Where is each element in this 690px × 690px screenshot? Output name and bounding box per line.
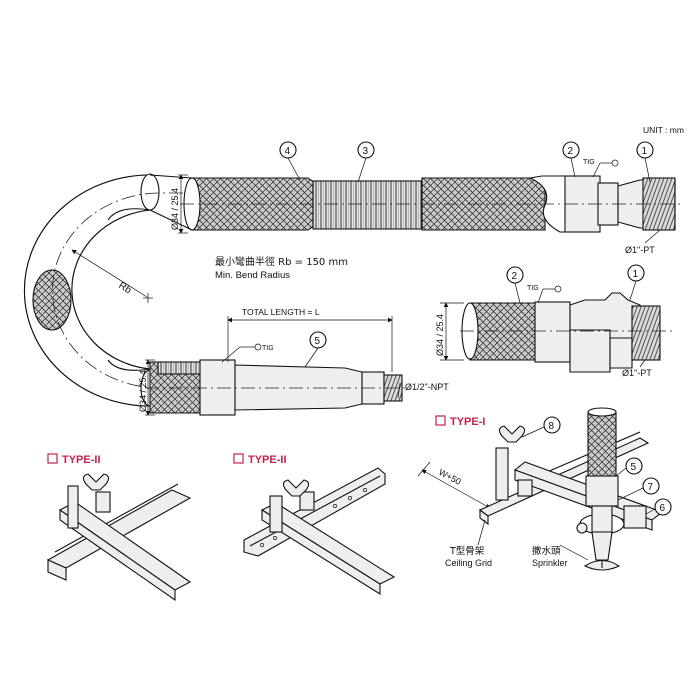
svg-text:1: 1	[642, 146, 648, 157]
braided-drop-hose	[587, 411, 617, 479]
svg-text:7: 7	[648, 482, 654, 493]
upper-diameter-label: Ø34 / 25.4	[170, 188, 180, 230]
svg-text:TYPE-II: TYPE-II	[248, 454, 287, 466]
detail-pt-thread	[631, 305, 661, 361]
callout-6: 6	[645, 498, 672, 516]
callout-2-detail: 2	[506, 266, 524, 304]
pt-thread-label-upper: Ø1"-PT	[625, 229, 661, 255]
tig-weld-symbol-lower: TIG	[221, 343, 274, 363]
w50-label: W+50	[437, 467, 463, 487]
callout-1-detail: 1	[627, 264, 645, 301]
rb-leader	[71, 249, 148, 298]
svg-text:撒水頭: 撒水頭	[532, 545, 561, 557]
fitting-detail-view: Ø34 / 25.4	[435, 292, 672, 373]
sprinkler-label: 撒水頭 Sprinkler	[532, 544, 589, 568]
npt-thread-label: Ø1/2"-NPT	[397, 382, 449, 399]
callout-3: 3	[357, 141, 375, 183]
callout-5-lower: 5	[304, 331, 327, 368]
type-ii-a-drawing	[46, 473, 192, 602]
svg-text:Ø1/2"-NPT: Ø1/2"-NPT	[405, 382, 449, 392]
svg-text:TIG: TIG	[583, 159, 595, 166]
svg-text:Ø1"-PT: Ø1"-PT	[625, 245, 655, 255]
type-i-label: TYPE-I	[435, 415, 485, 428]
total-length-dimension: TOTAL LENGTH = L	[227, 307, 393, 372]
ceiling-grid-label: T型骨架 Ceiling Grid	[445, 519, 492, 568]
callout-7: 7	[617, 477, 660, 501]
svg-text:Ceiling Grid: Ceiling Grid	[445, 558, 492, 568]
type-ii-a-label: TYPE-II	[47, 453, 101, 466]
svg-text:T型骨架: T型骨架	[449, 546, 485, 557]
callout-5-type-i: 5	[615, 457, 643, 477]
svg-text:TIG: TIG	[527, 285, 539, 292]
svg-text:2: 2	[512, 271, 518, 282]
hose-section-view	[32, 269, 72, 331]
callout-2: 2	[562, 141, 580, 178]
type-ii-b-label: TYPE-II	[233, 453, 287, 466]
detail-diameter-label: Ø34 / 25.4	[435, 314, 445, 356]
tig-weld-symbol-upper: TIG	[583, 159, 619, 178]
svg-text:Ø1"-PT: Ø1"-PT	[622, 368, 652, 378]
svg-text:4: 4	[285, 146, 291, 157]
svg-text:3: 3	[363, 146, 369, 157]
bend-centre-mark	[143, 293, 153, 303]
svg-text:TIG: TIG	[262, 345, 274, 352]
svg-text:TYPE-I: TYPE-I	[450, 416, 485, 428]
bend-radius-en: Min. Bend Radius	[215, 270, 290, 281]
type-i-drawing: W+50	[417, 407, 664, 571]
svg-text:Sprinkler: Sprinkler	[532, 558, 568, 568]
svg-text:1: 1	[633, 269, 639, 280]
pt-thread-label-detail: Ø1"-PT	[622, 359, 652, 378]
svg-text:TYPE-II: TYPE-II	[62, 454, 101, 466]
svg-text:TOTAL LENGTH = L: TOTAL LENGTH = L	[242, 307, 320, 317]
svg-text:5: 5	[315, 336, 321, 347]
svg-text:6: 6	[660, 503, 666, 514]
square-bar-end	[623, 505, 647, 529]
svg-text:2: 2	[568, 146, 574, 157]
unit-label: UNIT : mm	[643, 125, 684, 135]
callout-8: 8	[521, 416, 561, 438]
type-ii-b-drawing	[243, 467, 396, 595]
lower-diameter-label: Ø34 / 25.4	[138, 370, 148, 412]
svg-text:5: 5	[631, 462, 637, 473]
lower-collar	[199, 359, 236, 416]
svg-text:8: 8	[549, 421, 555, 432]
upper-hose-assembly: Ø34 / 25.4	[170, 174, 684, 234]
corrugated-hose-section	[312, 180, 424, 230]
lower-hose-assembly: Ø34 / 25.4	[138, 359, 410, 416]
rb-label: Rb	[116, 280, 133, 296]
tig-weld-symbol-detail: TIG	[527, 285, 562, 304]
detail-collar	[534, 301, 571, 363]
callout-1: 1	[636, 141, 654, 183]
bend-radius-cn: 最小彎曲半徑 Rb = 150 mm	[215, 255, 348, 268]
callout-4: 4	[279, 141, 301, 181]
